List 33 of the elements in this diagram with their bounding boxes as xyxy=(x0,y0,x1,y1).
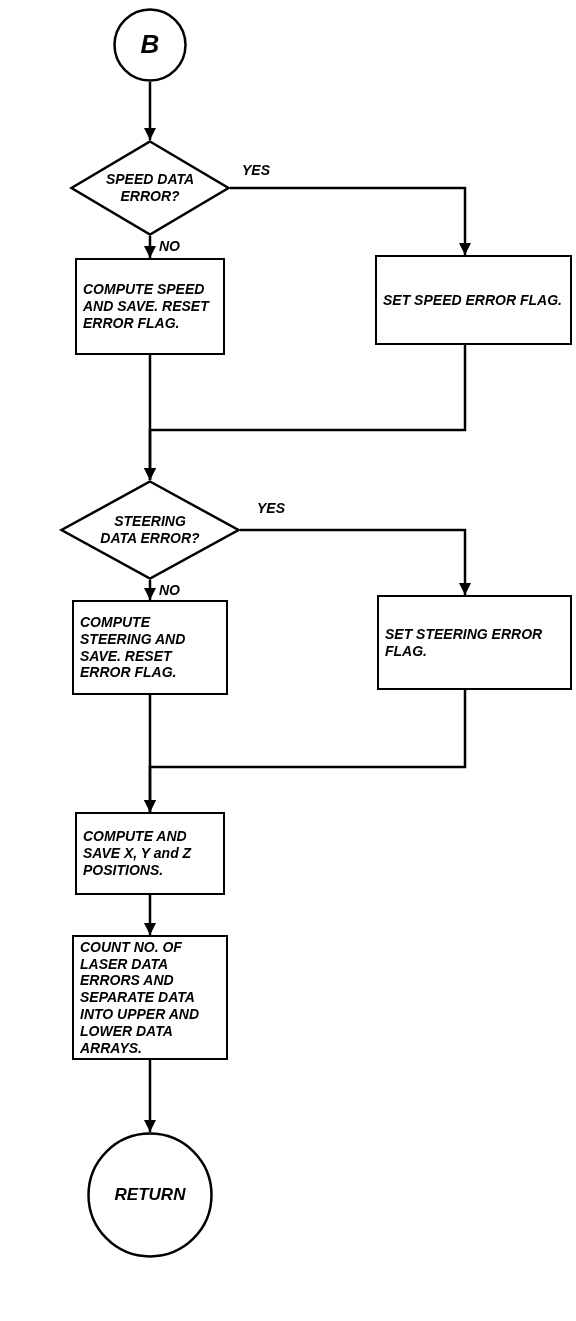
arrow xyxy=(144,236,156,258)
arrow xyxy=(144,1060,156,1132)
step-text: SET SPEED ERROR FLAG. xyxy=(383,291,562,309)
process-box xyxy=(72,600,228,695)
arrow xyxy=(144,345,467,480)
process-box xyxy=(72,935,228,1060)
process-box xyxy=(377,595,572,690)
step-text: COMPUTE AND SAVE X, Y and Z POSITIONS. xyxy=(83,828,193,879)
decision-text: SPEED DATA ERROR? xyxy=(104,171,196,205)
decision-text: STEERING DATA ERROR? xyxy=(99,513,201,547)
process-box xyxy=(75,258,225,355)
arrow xyxy=(144,690,467,812)
arrow xyxy=(144,895,156,935)
connector-label: B xyxy=(140,29,160,61)
arrow xyxy=(144,82,156,140)
connector-label: RETURN xyxy=(114,1184,186,1206)
arrow xyxy=(230,186,471,255)
step-text: COMPUTE STEERING AND SAVE. RESET ERROR FLAG. xyxy=(80,613,187,682)
edge-label: NO xyxy=(157,582,182,598)
step-text: SET STEERING ERROR FLAG. xyxy=(385,625,544,660)
arrow xyxy=(240,528,471,595)
connector-circle xyxy=(113,8,187,82)
step-text: COMPUTE SPEED AND SAVE. RESET ERROR FLAG. xyxy=(83,281,211,332)
decision-diamond xyxy=(70,140,230,236)
decision-diamond xyxy=(60,480,240,580)
edge-label: YES xyxy=(240,162,272,178)
process-box xyxy=(375,255,572,345)
edge-label: YES xyxy=(255,500,287,516)
arrow xyxy=(144,580,156,600)
step-text: COUNT NO. OF LASER DATA ERRORS AND SEPARATE DATA INTO UPPER AND LOWER DATA ARRAYS. xyxy=(80,938,200,1057)
edge-label: NO xyxy=(157,238,182,254)
process-box xyxy=(75,812,225,895)
connector-circle xyxy=(87,1132,213,1258)
